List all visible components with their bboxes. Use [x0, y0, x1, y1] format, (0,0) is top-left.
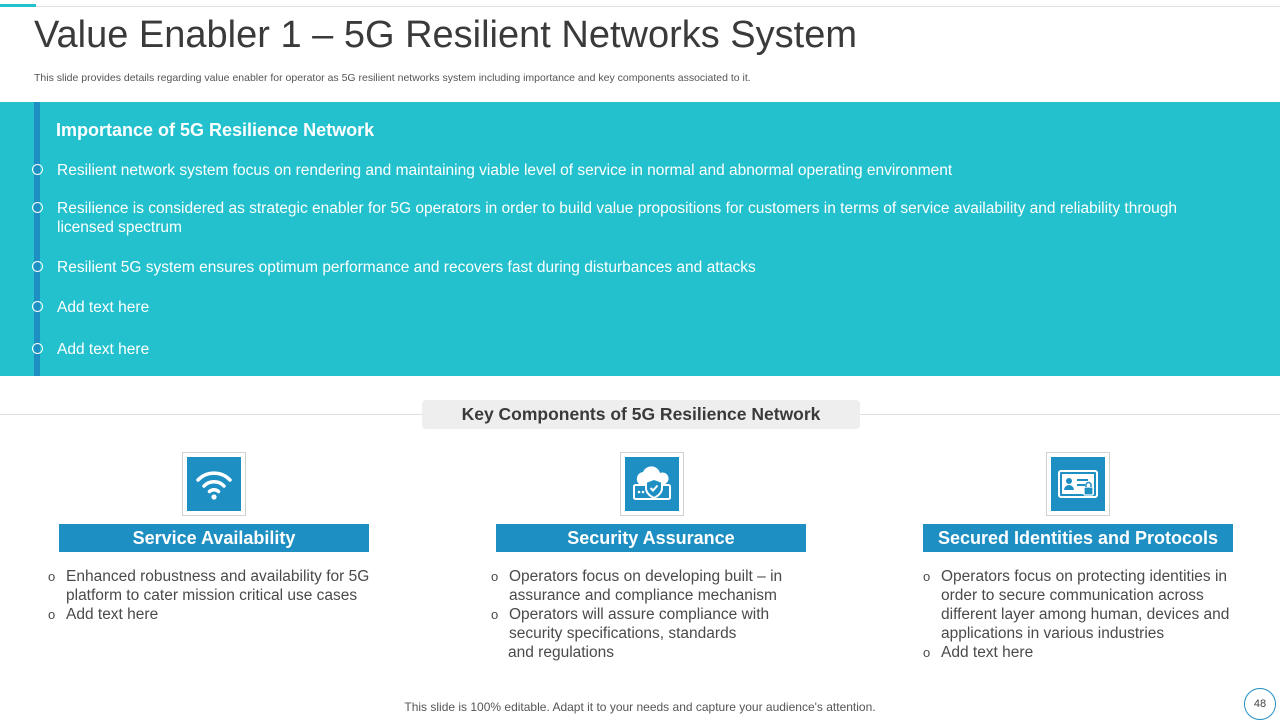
service-availability-icon-frame	[182, 452, 246, 516]
importance-bullet-4[interactable]: Add text here	[57, 299, 150, 316]
wifi-icon	[196, 471, 232, 500]
importance-bullet-2[interactable]: Resilience is considered as strategic en…	[57, 200, 1177, 236]
importance-bullet-5[interactable]: Add text here	[57, 341, 150, 358]
list-item-continuation[interactable]: and regulations	[508, 644, 614, 661]
secured-identities-icon-frame	[1046, 452, 1110, 516]
secured-identities-list: o Operators focus on protecting identiti…	[923, 567, 1241, 662]
bullet-ring-icon	[32, 261, 43, 272]
service-availability-title[interactable]: Service Availability	[59, 524, 369, 552]
list-item: o Add text here	[923, 644, 1034, 661]
secured-identities-title[interactable]: Secured Identities and Protocols	[923, 524, 1233, 552]
id-card-icon	[1058, 470, 1098, 498]
importance-bullet-3[interactable]: Resilient 5G system ensures optimum perf…	[57, 259, 756, 276]
slide-title[interactable]: Value Enabler 1 – 5G Resilient Networks …	[34, 14, 857, 56]
top-rule	[0, 6, 1280, 7]
importance-panel	[0, 102, 1280, 376]
importance-bullet-1[interactable]: Resilient network system focus on render…	[57, 162, 953, 179]
bullet-ring-icon	[32, 164, 43, 175]
bullet-circle-icon: o	[923, 645, 931, 660]
list-item: o Operators focus on developing built – …	[491, 568, 783, 604]
footer-note[interactable]: This slide is 100% editable. Adapt it to…	[404, 700, 876, 714]
bullet-circle-icon: o	[48, 569, 56, 584]
cloud-shield-icon	[633, 466, 671, 500]
bullet-ring-icon	[32, 301, 43, 312]
list-item: o Operators will assure compliance with …	[491, 606, 770, 642]
service-availability-list: o Enhanced robustness and availability f…	[48, 567, 388, 624]
list-item: o Add text here	[48, 606, 159, 623]
bullet-circle-icon: o	[48, 607, 56, 622]
security-assurance-list: o Operators focus on developing built – …	[491, 567, 811, 662]
importance-accent-bar	[34, 102, 40, 376]
bullet-ring-icon	[32, 343, 43, 354]
list-item: o Operators focus on protecting identiti…	[923, 568, 1230, 642]
top-accent	[0, 4, 36, 7]
list-item: o Enhanced robustness and availability f…	[48, 568, 370, 604]
bullet-circle-icon: o	[491, 569, 499, 584]
page-number: 48	[1244, 688, 1276, 720]
bullet-circle-icon: o	[491, 607, 499, 622]
importance-heading[interactable]: Importance of 5G Resilience Network	[56, 120, 375, 140]
components-heading[interactable]: Key Components of 5G Resilience Network	[422, 400, 860, 429]
security-assurance-title[interactable]: Security Assurance	[496, 524, 806, 552]
slide-subtitle[interactable]: This slide provides details regarding va…	[34, 72, 751, 84]
bullet-ring-icon	[32, 202, 43, 213]
security-assurance-icon-frame	[620, 452, 684, 516]
bullet-circle-icon: o	[923, 569, 931, 584]
